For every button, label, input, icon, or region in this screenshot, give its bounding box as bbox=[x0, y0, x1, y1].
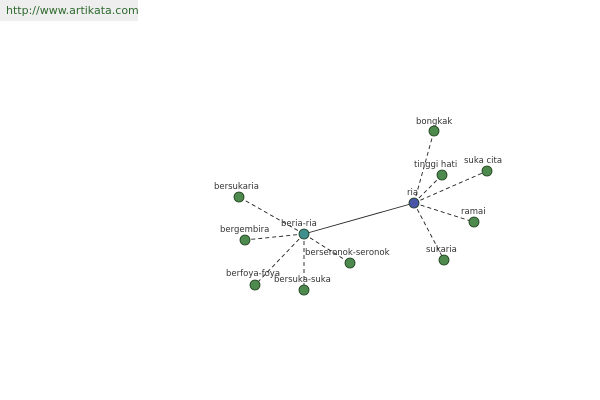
node-berfoya-foya[interactable] bbox=[249, 279, 261, 291]
edge-ria-suka-cita bbox=[413, 170, 488, 204]
edge-beria-ria-bersukaria bbox=[238, 196, 305, 235]
edge-beria-ria-bergembira bbox=[244, 233, 305, 241]
node-bersuka-suka[interactable] bbox=[298, 284, 310, 296]
site-url-link[interactable]: http://www.artikata.com bbox=[6, 4, 139, 17]
node-label-bersuka-suka[interactable]: bersuka-suka bbox=[274, 275, 331, 285]
node-bersukaria[interactable] bbox=[233, 191, 245, 203]
node-sukaria[interactable] bbox=[438, 254, 450, 266]
node-suka-cita[interactable] bbox=[481, 165, 493, 177]
node-label-suka-cita[interactable]: suka cita bbox=[464, 156, 502, 166]
edge-beria-ria-berfoya-foya bbox=[254, 233, 305, 286]
node-tinggi-hati[interactable] bbox=[436, 169, 448, 181]
graph-labels: beria-ria ria bersukaria bergembira berfoya-… bbox=[214, 117, 502, 285]
node-label-ria[interactable]: ria bbox=[407, 188, 418, 198]
node-label-berseronok-seronok[interactable]: berseronok-seronok bbox=[305, 248, 390, 258]
edge-beria-ria-ria bbox=[303, 202, 415, 235]
edge-beria-ria-berseronok-seronok bbox=[303, 233, 351, 264]
node-label-beria-ria[interactable]: beria-ria bbox=[281, 219, 317, 229]
edge-ria-ramai bbox=[413, 202, 475, 223]
node-label-bongkak[interactable]: bongkak bbox=[416, 117, 452, 127]
node-ria[interactable] bbox=[408, 197, 420, 209]
edge-ria-bongkak bbox=[413, 130, 435, 204]
node-label-tinggi-hati[interactable]: tinggi hati bbox=[414, 160, 457, 170]
node-ramai[interactable] bbox=[468, 216, 480, 228]
node-label-bersukaria[interactable]: bersukaria bbox=[214, 182, 259, 192]
edge-ria-sukaria bbox=[413, 202, 445, 261]
node-bongkak[interactable] bbox=[428, 125, 440, 137]
url-bar: http://www.artikata.com bbox=[0, 0, 139, 21]
node-label-berfoya-foya[interactable]: berfoya-foya bbox=[226, 269, 280, 279]
node-label-ramai[interactable]: ramai bbox=[461, 207, 486, 217]
graph-edges bbox=[238, 130, 488, 290]
node-bergembira[interactable] bbox=[239, 234, 251, 246]
node-label-bergembira[interactable]: bergembira bbox=[220, 225, 269, 235]
graph-nodes bbox=[233, 125, 493, 296]
node-label-sukaria[interactable]: sukaria bbox=[426, 245, 457, 255]
node-beria-ria[interactable] bbox=[298, 228, 310, 240]
node-berseronok-seronok[interactable] bbox=[344, 257, 356, 269]
